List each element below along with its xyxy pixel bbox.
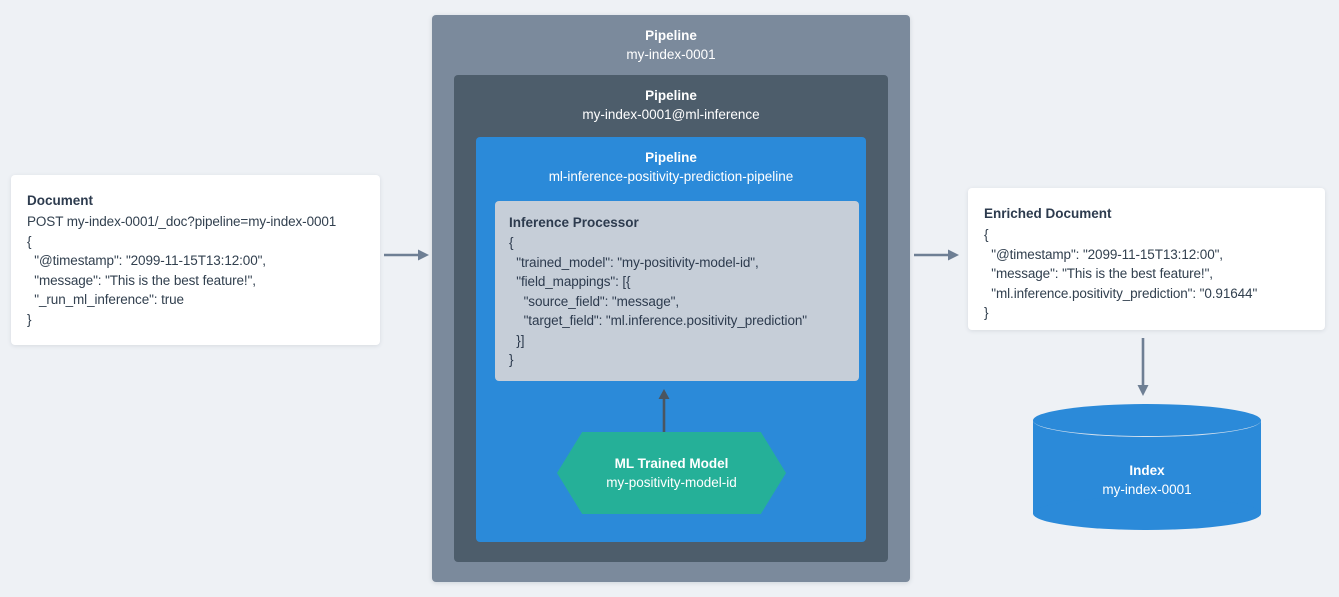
document-card-title: Document [27,193,94,208]
cylinder-top-ellipse [1033,404,1261,437]
enriched-document-line: "ml.inference.positivity_prediction": "0… [984,285,1258,301]
arrow-document-to-pipeline-icon [384,248,430,267]
pipeline-middle-label: Pipeline [645,88,697,103]
enriched-document-title: Enriched Document [984,206,1112,221]
pipeline-middle-ml-inference[interactable]: Pipeline my-index-0001@ml-inference Pipe… [454,75,888,562]
pipeline-outer-header: Pipeline my-index-0001 [432,15,910,65]
ml-model-name: my-positivity-model-id [606,474,737,490]
pipeline-inner-label: Pipeline [645,150,697,165]
ml-model-label: ML Trained Model [614,455,729,471]
index-text-block: Index my-index-0001 [1033,461,1261,500]
pipeline-inner-header: Pipeline ml-inference-positivity-predict… [476,137,866,187]
index-cylinder[interactable]: Index my-index-0001 [1033,404,1261,530]
document-line: { [27,233,32,249]
inference-processor-line: }] [509,332,525,348]
inference-processor-card[interactable]: Inference Processor { "trained_model": "… [495,201,859,381]
document-line: "_run_ml_inference": true [27,292,184,307]
document-line: "message": "This is the best feature!", [27,272,256,288]
ml-trained-model-hexagon[interactable]: ML Trained Model my-positivity-model-id [557,432,786,514]
pipeline-outer-label: Pipeline [645,28,697,43]
arrow-ml-model-to-processor-icon [657,389,671,438]
cylinder-bottom-ellipse [1033,497,1261,530]
index-label: Index [1129,463,1165,478]
enriched-document-line: "@timestamp": "2099-11-15T13:12:00", [984,246,1223,262]
enriched-document-line: { [984,227,989,242]
enriched-document-card: Enriched Document { "@timestamp": "2099-… [968,188,1325,330]
inference-processor-line: { [509,235,514,250]
inference-processor-line: "source_field": "message", [509,293,680,309]
document-card: Document POST my-index-0001/_doc?pipelin… [11,175,380,345]
inference-processor-line: "trained_model": "my-positivity-model-id… [509,254,759,270]
inference-processor-title: Inference Processor [509,215,639,230]
document-line: POST my-index-0001/_doc?pipeline=my-inde… [27,214,337,229]
inference-processor-line: "target_field": "ml.inference.positivity… [509,313,807,328]
document-line: } [27,311,32,327]
pipeline-middle-name: my-index-0001@ml-inference [582,107,760,122]
pipeline-inner-name: ml-inference-positivity-prediction-pipel… [548,169,794,184]
index-name: my-index-0001 [1102,482,1192,497]
arrow-enriched-document-to-index-icon [1136,338,1150,401]
inference-processor-line: "field_mappings": [{ [509,274,631,289]
pipeline-outer-name: my-index-0001 [626,47,716,62]
inference-processor-line: } [509,352,514,367]
document-line: "@timestamp": "2099-11-15T13:12:00", [27,253,266,268]
pipeline-middle-header: Pipeline my-index-0001@ml-inference [454,75,888,125]
pipeline-outer-my-index-0001[interactable]: Pipeline my-index-0001 Pipeline my-index… [432,15,910,582]
enriched-document-line: } [984,305,989,320]
enriched-document-line: "message": "This is the best feature!", [984,266,1213,281]
arrow-pipeline-to-enriched-document-icon [914,248,960,267]
